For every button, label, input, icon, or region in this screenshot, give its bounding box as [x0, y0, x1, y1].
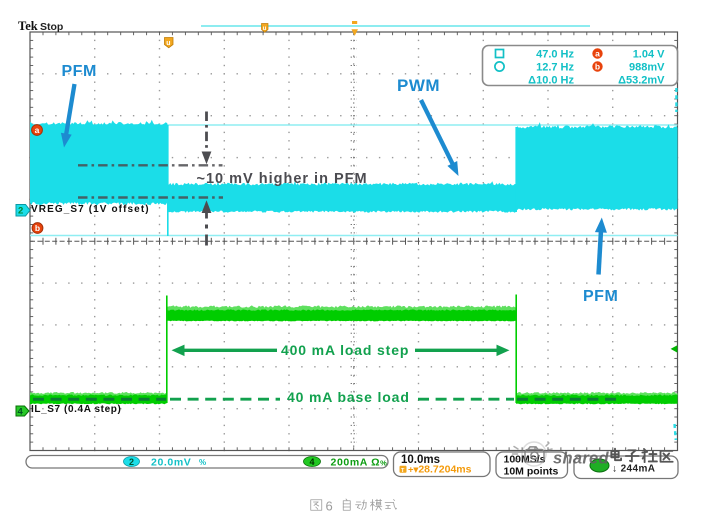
svg-text:6: 6 — [326, 499, 333, 514]
svg-text:u: u — [166, 40, 170, 47]
svg-text:10M points: 10M points — [504, 466, 559, 478]
svg-text:b: b — [595, 62, 600, 72]
svg-text:T: T — [401, 468, 405, 474]
svg-text:20.0mV: 20.0mV — [151, 456, 191, 468]
svg-text:Δ53.2mV: Δ53.2mV — [618, 75, 665, 87]
svg-text:↓ 244mA: ↓ 244mA — [612, 464, 655, 475]
svg-text:%: % — [199, 458, 206, 467]
svg-text:u: u — [263, 26, 267, 32]
svg-text:a: a — [595, 49, 600, 59]
svg-text:a: a — [35, 125, 40, 135]
svg-text:988mV: 988mV — [629, 62, 665, 74]
svg-text:47.0 Hz: 47.0 Hz — [536, 49, 574, 61]
svg-text:Δ10.0 Hz: Δ10.0 Hz — [528, 75, 574, 87]
svg-text:200mA Ω%: 200mA Ω% — [331, 456, 388, 468]
svg-text:4: 4 — [18, 406, 24, 417]
svg-text:12.7 Hz: 12.7 Hz — [536, 62, 574, 74]
svg-text:4: 4 — [309, 457, 314, 467]
svg-text:shared: shared — [553, 450, 610, 468]
svg-text:2: 2 — [129, 457, 134, 467]
svg-text:10.0ms: 10.0ms — [401, 454, 440, 466]
svg-text:2: 2 — [18, 205, 23, 216]
svg-text:1.04 V: 1.04 V — [633, 49, 665, 61]
svg-text:b: b — [35, 223, 40, 233]
svg-text:+▾28.7204ms: +▾28.7204ms — [408, 464, 472, 476]
